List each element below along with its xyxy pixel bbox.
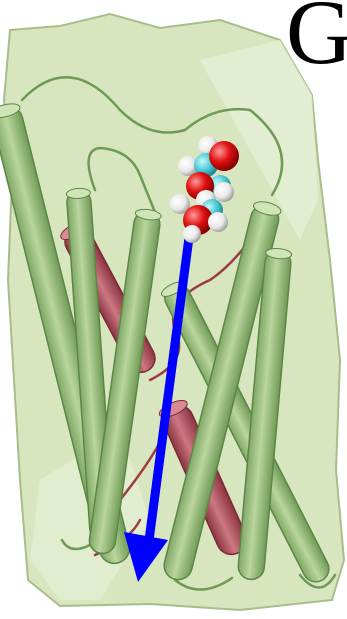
hydrogen-atom [208, 212, 228, 232]
hydrogen-atom [183, 225, 201, 243]
oxygen-atom [209, 141, 239, 171]
hydrogen-atom [214, 182, 234, 202]
heading-letter: G [286, 0, 347, 78]
